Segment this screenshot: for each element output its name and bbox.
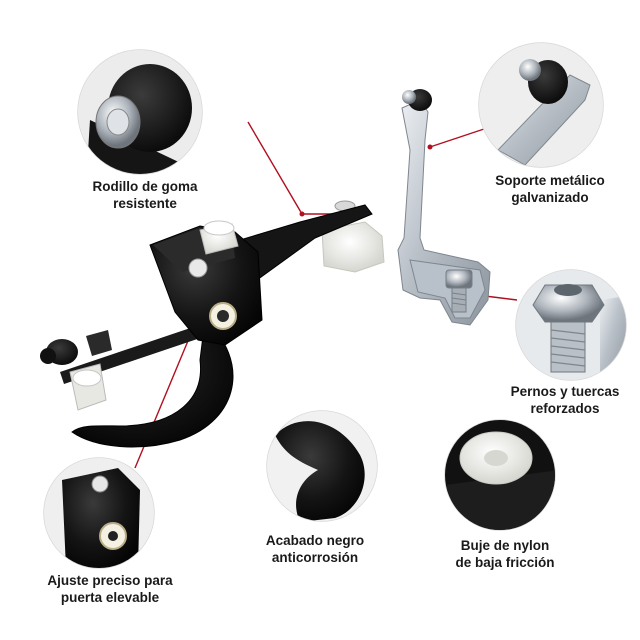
detail-circle-bracket (478, 42, 604, 168)
label-bolts-nuts-line1: Pernos y tuercas (510, 384, 620, 399)
label-black-finish-line2: anticorrosión (271, 550, 359, 565)
detail-circle-roller (77, 49, 203, 175)
label-black-finish-line1: Acabado negro (265, 533, 365, 548)
label-precise-fit-line1: Ajuste preciso para (47, 573, 173, 588)
label-rubber-roller: Rodillo de goma resistente (70, 178, 220, 212)
leader-roller (247, 121, 345, 215)
detail-circle-bushing (444, 419, 556, 531)
detail-circle-finish (266, 410, 378, 522)
label-rubber-roller-line1: Rodillo de goma (92, 179, 198, 194)
label-rubber-roller-line2: resistente (113, 196, 177, 211)
label-galvanized-bracket-line2: galvanizado (511, 190, 589, 205)
label-galvanized-bracket-line1: Soporte metálico (495, 173, 605, 188)
window-regulator-part (40, 89, 491, 448)
label-bolts-nuts: Pernos y tuercas reforzados (490, 383, 640, 417)
label-black-finish: Acabado negro anticorrosión (240, 532, 390, 566)
label-precise-fit: Ajuste preciso para puerta elevable (20, 572, 200, 606)
label-nylon-bushing: Buje de nylon de baja fricción (430, 537, 580, 571)
leader-bracket (429, 127, 488, 148)
label-nylon-bushing-line1: Buje de nylon (460, 538, 550, 553)
label-galvanized-bracket: Soporte metálico galvanizado (470, 172, 630, 206)
label-precise-fit-line2: puerta elevable (60, 590, 160, 605)
detail-circle-bolts (515, 269, 627, 381)
label-nylon-bushing-line2: de baja fricción (455, 555, 555, 570)
detail-circle-fit (43, 457, 155, 569)
nylon-slider (321, 221, 385, 273)
leader-bolts (484, 295, 518, 301)
black-hook (71, 318, 234, 448)
label-bolts-nuts-line2: reforzados (530, 401, 600, 416)
